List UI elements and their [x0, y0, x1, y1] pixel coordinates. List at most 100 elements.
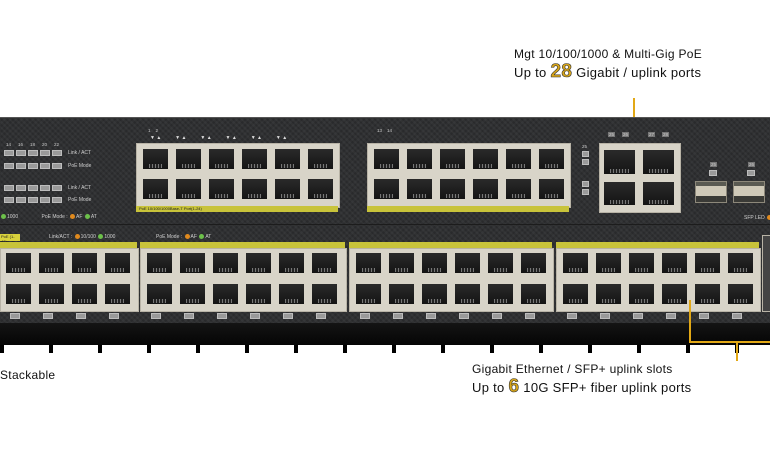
- rj45-port[interactable]: [354, 251, 383, 277]
- rj45-port[interactable]: [4, 282, 33, 308]
- rj45-port[interactable]: [726, 251, 755, 277]
- rj45-port[interactable]: [211, 282, 240, 308]
- led-legend: 1000 PoE Mode : AF AT: [0, 214, 97, 220]
- rj45-port[interactable]: [141, 177, 170, 203]
- rj45-port[interactable]: [519, 282, 548, 308]
- rj45-port[interactable]: [660, 251, 689, 277]
- rj45-port[interactable]: [277, 251, 306, 277]
- rj45-port[interactable]: [561, 282, 590, 308]
- port-number-strip: [0, 242, 137, 248]
- sfp-led-label: SFP LED: [744, 215, 770, 221]
- rj45-port[interactable]: [504, 147, 533, 173]
- rj45-port[interactable]: [174, 147, 203, 173]
- led: [666, 313, 676, 319]
- rj45-port[interactable]: [420, 251, 449, 277]
- uplink-module: [762, 235, 770, 312]
- led: [40, 197, 50, 203]
- rj45-port[interactable]: [207, 177, 236, 203]
- rj45-port[interactable]: [354, 282, 383, 308]
- rj45-port[interactable]: [37, 251, 66, 277]
- rj45-port[interactable]: [277, 282, 306, 308]
- sfp-slot[interactable]: [733, 181, 765, 203]
- led: [4, 185, 14, 191]
- rj45-port[interactable]: [537, 147, 566, 173]
- rj45-port[interactable]: [145, 251, 174, 277]
- rj45-port[interactable]: [471, 177, 500, 203]
- rj45-port[interactable]: [471, 147, 500, 173]
- rj45-port[interactable]: [486, 282, 515, 308]
- rj45-port[interactable]: [602, 148, 637, 178]
- callout-bottom-left: Stackable: [0, 368, 56, 382]
- rj45-port[interactable]: [4, 251, 33, 277]
- rj45-port[interactable]: [453, 282, 482, 308]
- rj45-port[interactable]: [174, 177, 203, 203]
- rj45-port[interactable]: [103, 282, 132, 308]
- rj45-port[interactable]: [405, 147, 434, 173]
- rj45-port[interactable]: [519, 251, 548, 277]
- rj45-port[interactable]: [244, 282, 273, 308]
- rj45-port[interactable]: [103, 251, 132, 277]
- rj45-port[interactable]: [641, 180, 676, 209]
- rj45-port[interactable]: [453, 251, 482, 277]
- callout-top-connector: [633, 98, 635, 128]
- rj45-port[interactable]: [306, 147, 335, 173]
- rj45-port[interactable]: [438, 177, 467, 203]
- led: [747, 170, 755, 176]
- led: [283, 313, 293, 319]
- rj45-port[interactable]: [178, 282, 207, 308]
- rj45-port[interactable]: [70, 282, 99, 308]
- led: [633, 313, 643, 319]
- rj45-port[interactable]: [70, 251, 99, 277]
- rj45-port[interactable]: [240, 177, 269, 203]
- rj45-port[interactable]: [641, 148, 676, 178]
- rj45-port[interactable]: [178, 251, 207, 277]
- rj45-port[interactable]: [561, 251, 590, 277]
- rj45-port[interactable]: [211, 251, 240, 277]
- rj45-port[interactable]: [660, 282, 689, 308]
- callout-bottom-line1: Gigabit Ethernet / SFP+ uplink slots: [472, 362, 673, 376]
- rj45-port[interactable]: [537, 177, 566, 203]
- sfp-slot[interactable]: [695, 181, 727, 203]
- rj45-port[interactable]: [207, 147, 236, 173]
- rj45-port[interactable]: [486, 251, 515, 277]
- rj45-port[interactable]: [387, 282, 416, 308]
- rj45-port[interactable]: [693, 251, 722, 277]
- rj45-port[interactable]: [240, 147, 269, 173]
- rj45-port[interactable]: [372, 177, 401, 203]
- led: [16, 150, 26, 156]
- rj45-port[interactable]: [387, 251, 416, 277]
- rj45-port[interactable]: [37, 282, 66, 308]
- green-led-icon: [1, 214, 6, 220]
- led: [40, 163, 50, 169]
- rj45-port[interactable]: [504, 177, 533, 203]
- led: [360, 313, 370, 319]
- rj45-port[interactable]: [627, 282, 656, 308]
- rj45-port[interactable]: [594, 282, 623, 308]
- rj45-port[interactable]: [627, 251, 656, 277]
- led: [459, 313, 469, 319]
- led: [43, 313, 53, 319]
- rj45-port[interactable]: [273, 177, 302, 203]
- rj45-port[interactable]: [310, 282, 339, 308]
- led: [217, 313, 227, 319]
- bottom-switch-chassis: PoE (1-48) Link/ACT : 10/100 1000 PoE Mo…: [0, 225, 770, 325]
- rj45-port[interactable]: [594, 251, 623, 277]
- rj45-port[interactable]: [244, 251, 273, 277]
- rj45-port[interactable]: [405, 177, 434, 203]
- rj45-port[interactable]: [602, 180, 637, 209]
- led: [28, 185, 38, 191]
- led: [492, 313, 502, 319]
- rj45-port[interactable]: [273, 147, 302, 173]
- rj45-port[interactable]: [310, 251, 339, 277]
- port-direction-icon: ▼ ▲ ▼ ▲ ▼ ▲ ▼ ▲ ▼ ▲ ▼ ▲: [150, 135, 288, 141]
- rj45-port[interactable]: [372, 147, 401, 173]
- rj45-port[interactable]: [420, 282, 449, 308]
- rj45-port[interactable]: [438, 147, 467, 173]
- orange-led-icon: [70, 214, 76, 220]
- rj45-port[interactable]: [145, 282, 174, 308]
- rj45-port[interactable]: [306, 177, 335, 203]
- rj45-port[interactable]: [693, 282, 722, 308]
- row-label: Link / ACT: [68, 185, 92, 191]
- rj45-port[interactable]: [726, 282, 755, 308]
- rj45-port[interactable]: [141, 147, 170, 173]
